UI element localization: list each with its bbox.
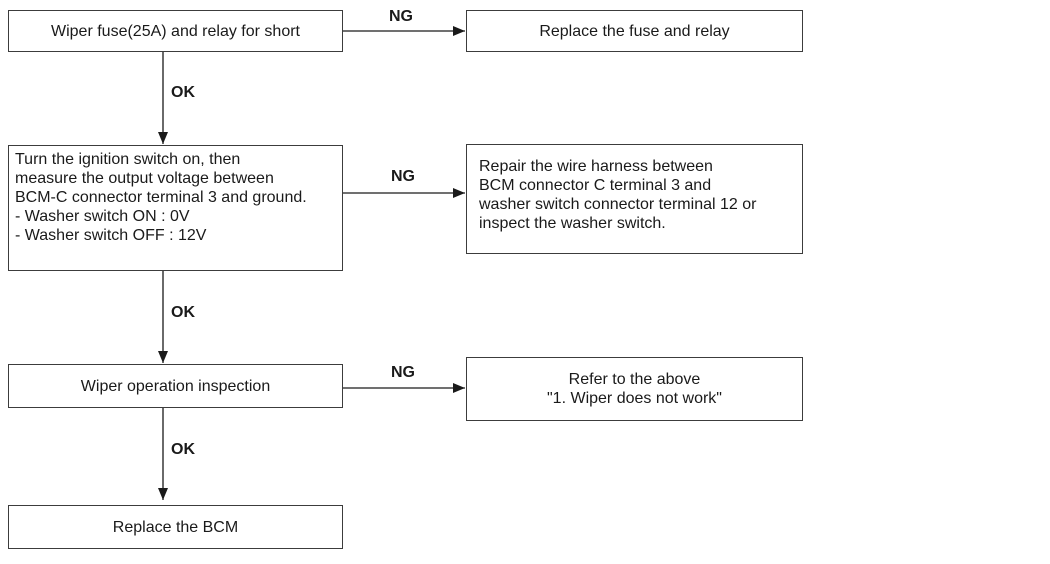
ng-label-2: NG <box>391 168 415 185</box>
action-text-line: inspect the washer switch. <box>479 215 666 232</box>
action-text: Replace the fuse and relay <box>539 22 730 40</box>
check-text-line: Turn the ignition switch on, then <box>15 151 241 168</box>
final-text: Replace the BCM <box>112 518 239 536</box>
ng-label-3: NG <box>391 364 415 381</box>
check-box-fuse-relay: Wiper fuse(25A) and relay for short <box>8 10 343 52</box>
ok-label-3: OK <box>171 441 195 458</box>
check-text-line: BCM-C connector terminal 3 and ground. <box>15 189 307 206</box>
check-text-line: - Washer switch ON : 0V <box>15 208 190 225</box>
check-box-output-voltage: Turn the ignition switch on, then measur… <box>8 145 343 271</box>
action-text-line: washer switch connector terminal 12 or <box>479 196 757 213</box>
action-text-line: "1. Wiper does not work" <box>547 390 722 407</box>
check-text: Wiper fuse(25A) and relay for short <box>51 22 300 40</box>
ng-label-1: NG <box>389 8 413 25</box>
action-box-refer-above: Refer to the above "1. Wiper does not wo… <box>466 357 803 421</box>
action-text-line: BCM connector C terminal 3 and <box>479 177 712 194</box>
action-text-line: Refer to the above <box>568 371 701 388</box>
action-text-line: Repair the wire harness between <box>479 158 713 175</box>
final-box-replace-bcm: Replace the BCM <box>8 505 343 549</box>
check-box-wiper-operation: Wiper operation inspection <box>8 364 343 408</box>
check-text: Wiper operation inspection <box>80 377 271 395</box>
action-box-replace-fuse-relay: Replace the fuse and relay <box>466 10 803 52</box>
action-box-repair-harness: Repair the wire harness between BCM conn… <box>466 144 803 254</box>
check-text-line: measure the output voltage between <box>15 170 274 187</box>
check-text-line: - Washer switch OFF : 12V <box>15 227 207 244</box>
ok-label-1: OK <box>171 84 195 101</box>
ok-label-2: OK <box>171 304 195 321</box>
